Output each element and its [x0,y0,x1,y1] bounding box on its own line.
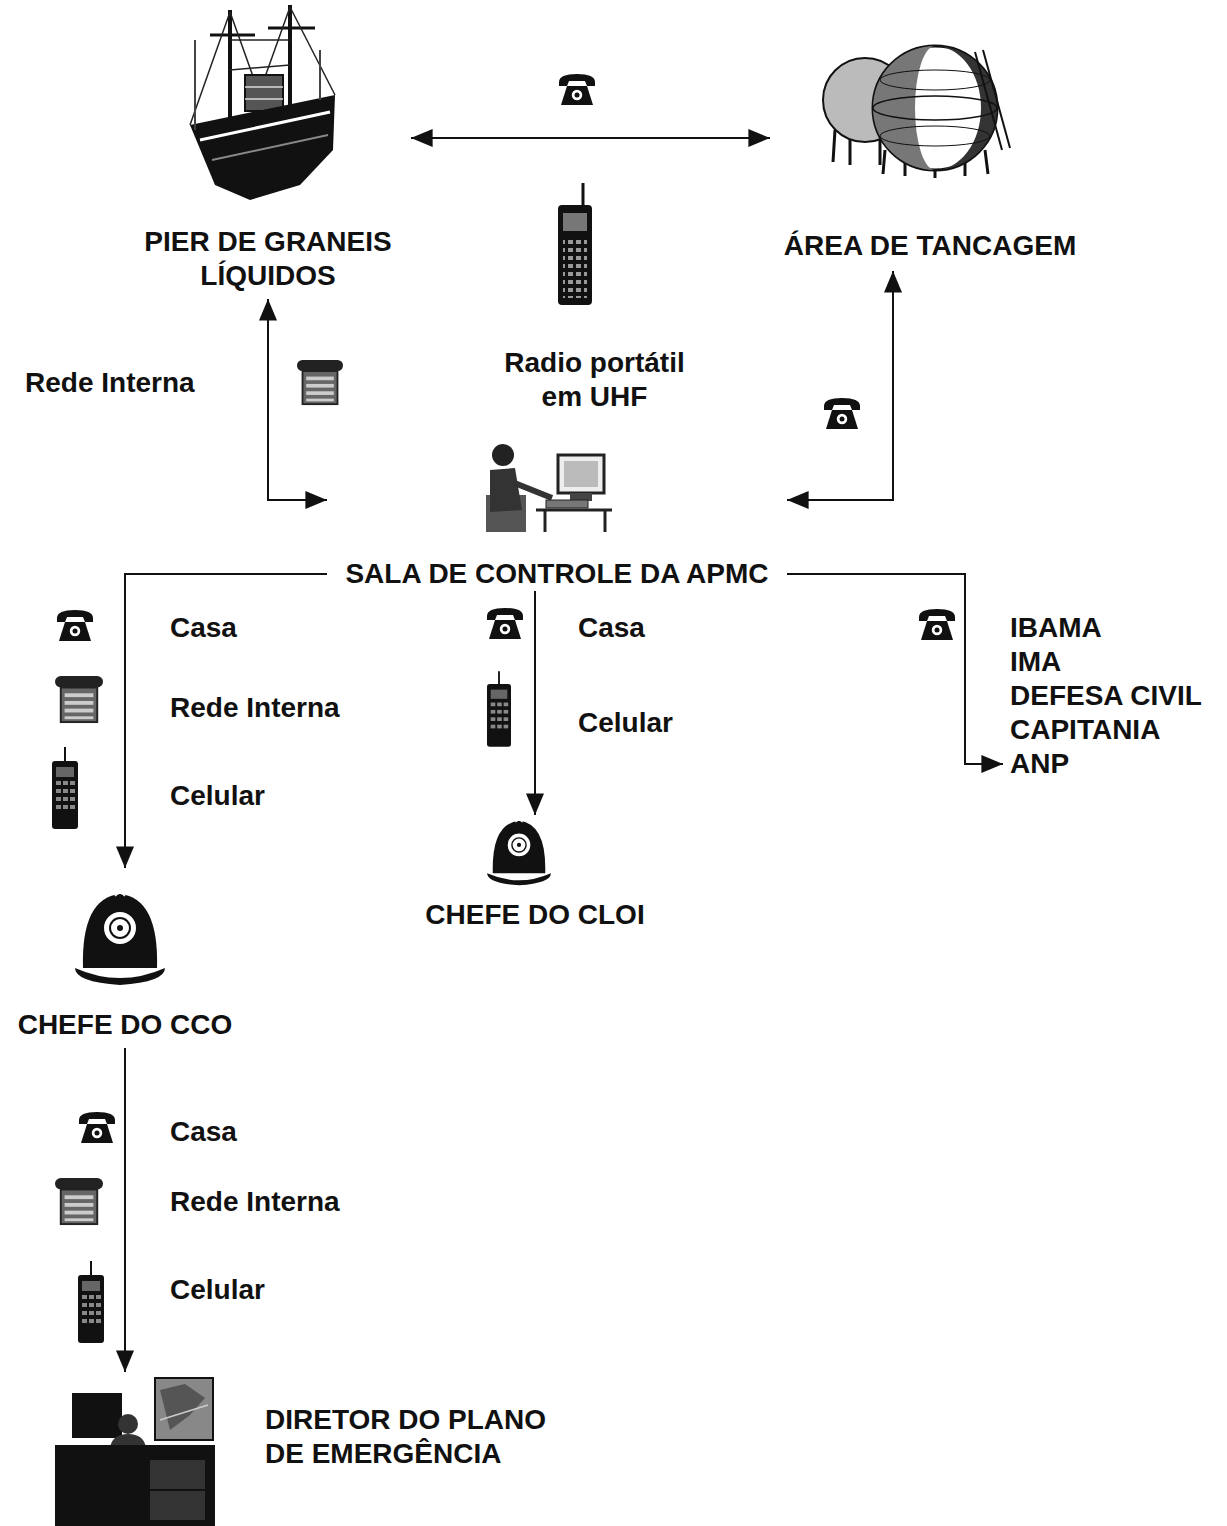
medium-label: Celular [170,779,265,813]
phone-icon [919,609,955,640]
medium-label: Celular [170,1273,265,1307]
connector-arrow [787,271,893,500]
control-room-label: SALA DE CONTROLE DA APMC [327,435,787,591]
node-text: IMA [1010,645,1217,679]
connector-arrow [124,1048,126,1372]
node-text: DIRETOR DO PLANO DE EMERGÊNCIA [265,1403,575,1471]
internal-phone-icon [55,1178,103,1224]
medium-label: Casa [170,611,237,645]
node-text: PIER DE GRANEIS LÍQUIDOS [125,225,411,293]
medium-label: Rede Interna [170,1185,340,1219]
medium-label: Casa [578,611,645,645]
tank-illustration [823,46,1010,178]
node-text: ÁREA DE TANCAGEM [770,229,1090,263]
radio-icon [558,183,592,305]
connector-arrow [534,591,536,815]
medium-label: Rede Interna [170,691,340,725]
operator-illustration [486,444,612,532]
node-text: IBAMA [1010,611,1217,645]
location-label: ÁREA DE TANCAGEM [770,55,1090,271]
medium-label: Celular [578,706,673,740]
phone-icon [824,398,860,429]
cellphone-icon [52,747,78,829]
medium-label: Radio portátil em UHF [492,346,697,414]
node-text: CHEFE DO CLOI [410,898,660,932]
node-text: ANP [1010,747,1217,781]
internal-phone-icon [55,676,103,722]
helmet-icon [75,893,165,985]
phone-icon [79,1112,115,1143]
phone-icon [559,74,595,105]
location-label: PIER DE GRANEIS LÍQUIDOS [125,5,411,299]
helmet-icon [487,820,551,885]
role-label: CHEFE DO CLOI [410,815,660,936]
node-text: CAPITANIA [1010,713,1217,747]
node-text: SALA DE CONTROLE DA APMC [327,557,787,591]
connector-arrow [411,137,770,139]
ship-illustration [190,5,335,200]
internal-phone-icon [297,360,343,404]
connector-arrow [268,299,327,500]
connector-arrow [787,574,1003,764]
node-text: DEFESA CIVIL [1010,679,1217,713]
cellphone-icon [487,671,511,747]
cellphone-icon [78,1261,104,1343]
medium-label: Casa [170,1115,237,1149]
role-label: DIRETOR DO PLANO DE EMERGÊNCIA [50,1372,585,1477]
phone-icon [57,610,93,641]
role-label: CHEFE DO CCO [5,868,245,1048]
medium-label: Rede Interna [25,366,195,400]
node-text: CHEFE DO CCO [5,1008,245,1042]
phone-icon [487,608,523,639]
agency-list: IBAMAIMADEFESA CIVILCAPITANIAANP [1003,611,1217,781]
director-desk-illustration [55,1378,215,1526]
